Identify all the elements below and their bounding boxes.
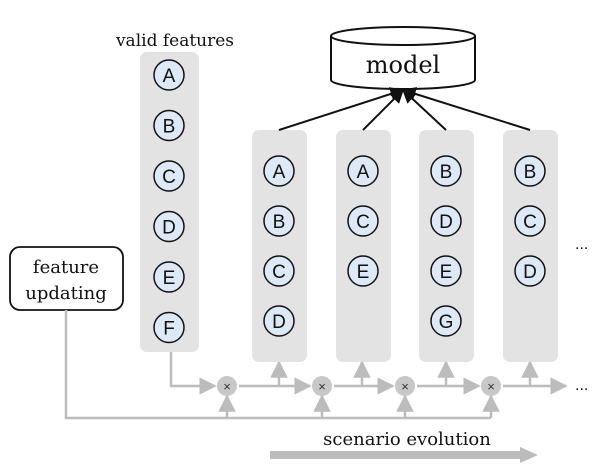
feature-circle	[153, 261, 185, 293]
feature-label: A	[163, 66, 176, 87]
scenario-feature-circle	[430, 205, 462, 237]
combine-operator-symbol: ×	[223, 379, 231, 394]
scenario-feature-circle	[263, 255, 295, 287]
scenario-feature-label: B	[273, 212, 286, 233]
scenario-evolution-label: scenario evolution	[323, 429, 491, 450]
scenario-feature-label: G	[439, 312, 454, 333]
scenario-feature-circle	[430, 255, 462, 287]
feature-circle	[153, 109, 185, 142]
model-cylinder: model	[330, 26, 476, 90]
scenario-column-1	[252, 130, 307, 362]
combine-operator-1	[217, 376, 237, 396]
model-label: model	[366, 51, 440, 79]
scenario-feature-label: C	[523, 212, 537, 233]
scenario-feature-circle	[347, 205, 379, 237]
model-input-arrow-1	[278, 87, 405, 131]
scenario-feature-circle	[430, 155, 462, 187]
feature-circle	[153, 160, 185, 192]
scenario-feature-label: C	[356, 212, 370, 233]
update-feed-line	[64, 310, 491, 420]
feature-circle	[153, 311, 185, 344]
feature-circle	[153, 59, 185, 91]
scenario-feature-label: B	[524, 162, 537, 183]
feature-updating-line-1: feature	[33, 257, 99, 278]
scenario-column-3	[419, 130, 474, 362]
timeline-start	[169, 352, 217, 395]
scenario-feature-circle	[514, 205, 546, 237]
scenario-feature-circle	[263, 155, 295, 187]
scenario-feature-circle	[263, 305, 295, 337]
feature-label: B	[163, 117, 176, 138]
feature-circle	[153, 210, 185, 243]
combine-operator-symbol: ×	[401, 379, 409, 394]
scenario-feature-label: E	[440, 262, 453, 283]
scenario-feature-label: B	[440, 162, 453, 183]
model-input-arrow-2	[362, 89, 404, 131]
feature-updating-line-2: updating	[25, 283, 106, 304]
feature-updating-box: feature updating	[9, 246, 124, 311]
scenario-feature-circle	[514, 255, 546, 287]
timeline-ellipsis: ...	[575, 377, 588, 394]
valid-features-column	[140, 52, 199, 352]
scenario-feature-circle	[347, 155, 379, 187]
scenario-evolution-arrow-head	[520, 447, 538, 463]
feature-label: E	[163, 268, 176, 289]
combine-operator-3	[395, 376, 415, 396]
scenario-column-2	[336, 130, 391, 362]
combine-operator-4	[481, 376, 501, 396]
combine-operator-2	[312, 376, 332, 396]
diagram-structure: A B C D E F A B C D A C E B D E G B C D × × × ×	[64, 52, 568, 463]
scenario-feature-circle	[430, 305, 462, 337]
scenario-feature-label: A	[357, 162, 370, 183]
scenario-feature-circle	[347, 255, 379, 287]
feature-label: C	[162, 167, 176, 188]
model-input-arrow-4	[401, 87, 531, 131]
feature-label: F	[163, 319, 175, 340]
valid-features-label: valid features	[115, 31, 234, 51]
scenario-feature-label: D	[523, 262, 537, 283]
scenario-feature-label: E	[357, 262, 370, 283]
scenario-column-4	[503, 130, 558, 362]
scenario-feature-label: A	[273, 162, 286, 183]
scenario-feature-circle	[263, 205, 295, 237]
columns-ellipsis: ...	[575, 236, 588, 253]
combine-operator-symbol: ×	[487, 379, 495, 394]
scenario-feature-label: D	[439, 212, 453, 233]
scenario-feature-label: D	[272, 312, 286, 333]
scenario-feature-label: C	[272, 262, 286, 283]
feature-label: D	[162, 218, 176, 239]
combine-operator-symbol: ×	[318, 379, 326, 394]
scenario-feature-circle	[514, 155, 546, 187]
